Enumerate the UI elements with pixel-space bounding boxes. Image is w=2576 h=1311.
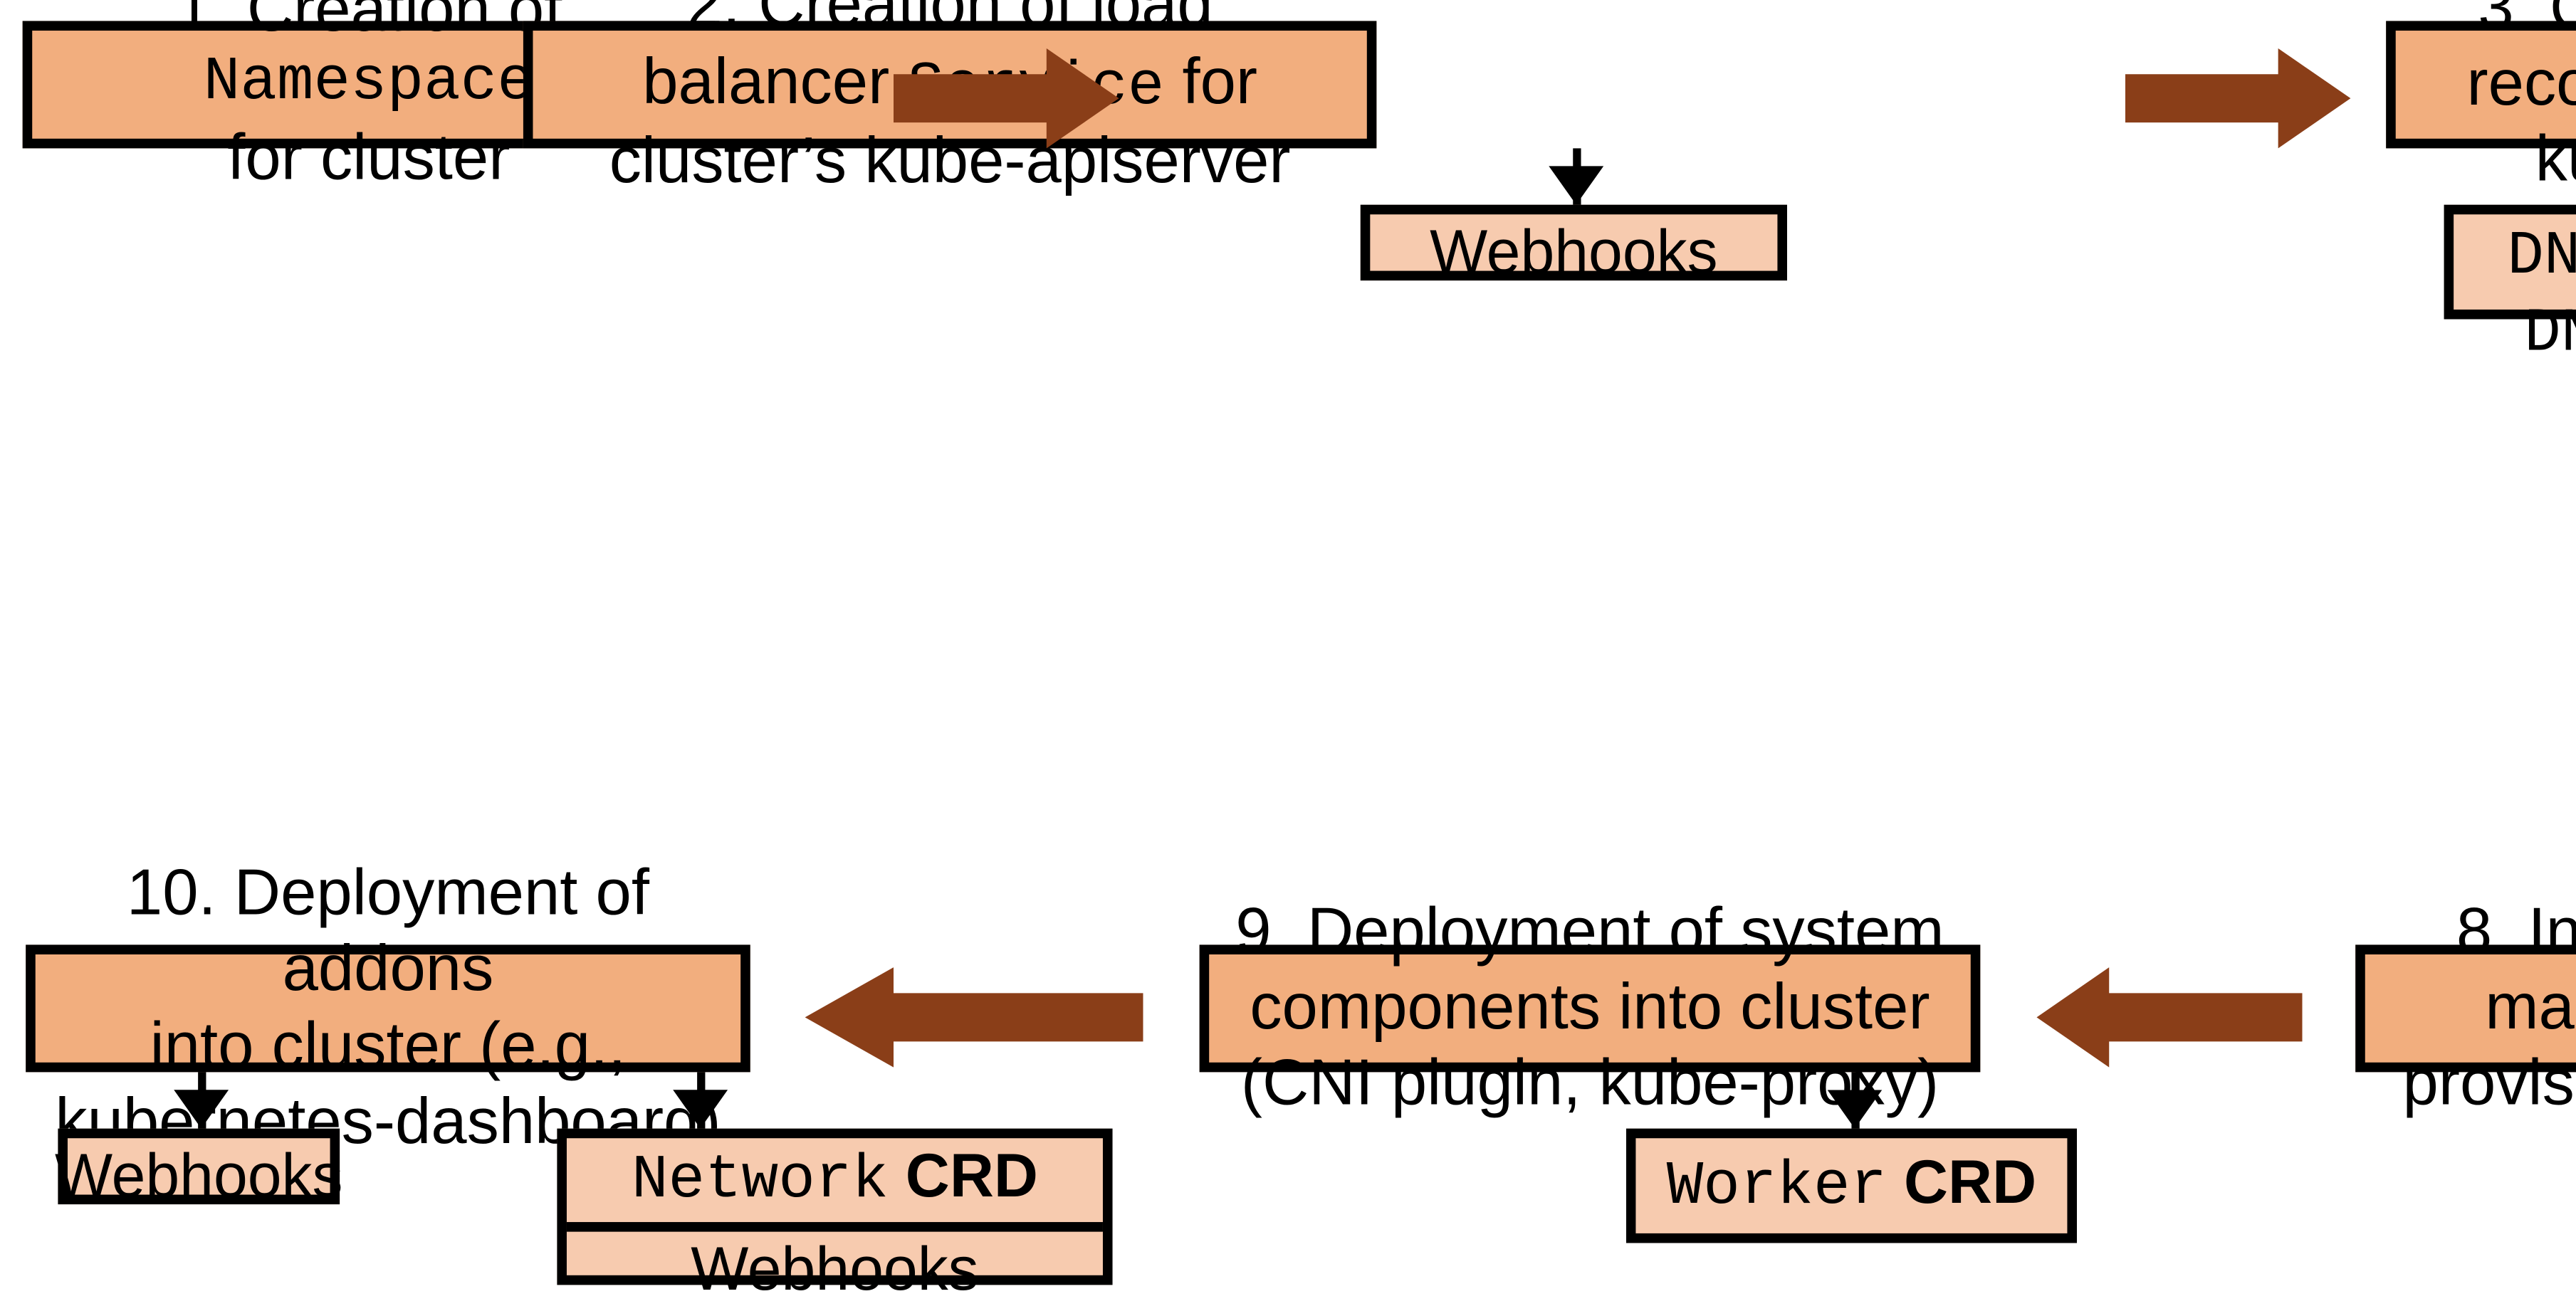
step-2-line-3: cluster’s kube-apiserver — [609, 126, 1291, 198]
artifact-webhooks-step2[interactable]: Webhooks — [1360, 204, 1787, 287]
flow-arrow-2-to-3 — [2125, 48, 2351, 149]
step-9-line-2: components into cluster — [1250, 972, 1930, 1043]
step-3-line-3: kube-apiserver — [2535, 124, 2576, 196]
step-8-line-3: provisioning the workers — [2402, 1048, 2576, 1120]
artifact-webhooks-step10[interactable]: Webhooks — [55, 1128, 343, 1211]
artifact-dns-crd-line-1: DNSProvider / — [2507, 222, 2576, 293]
artifact-worker-crd-line-1: Worker — [1666, 1152, 1888, 1222]
artifact-network-crd-row: Network CRD — [567, 1138, 1103, 1221]
artifact-worker-crd-line-2: CRD — [1903, 1149, 2037, 1217]
artifact-dns-crd-line-2: DNSEntry CRD — [2524, 296, 2576, 368]
step-8-line-2: machine-controller — [2485, 972, 2576, 1043]
step-box-10[interactable]: 10. Deployment of addons into cluster (e… — [26, 858, 750, 1157]
artifact-dns-crd-line-2-mono: DNSEntry — [2524, 299, 2576, 369]
connector-step10-arrowhead-icon — [174, 1090, 229, 1129]
step-2-line-2-suffix: for — [1164, 46, 1258, 117]
step-3-line-1: 3. Creation of DNS — [2478, 0, 2576, 43]
flow-arrow-1-to-2 — [893, 48, 1119, 149]
step-2-line-1: 2. Creation of load — [686, 0, 1213, 41]
artifact-webhooks-step10-label: Webhooks — [55, 1143, 343, 1211]
step-1-line-1: 1. Creation of — [175, 0, 562, 46]
connector-step9-arrowhead-icon — [673, 1090, 728, 1129]
step-9-line-1: 9. Deployment of system — [1235, 895, 1944, 967]
artifact-dns-crd-body: DNSProvider / DNSEntry CRD — [2454, 214, 2576, 374]
step-3-line-2: records for cluster’s — [2466, 48, 2576, 120]
step-1-line-3: for cluster — [227, 122, 511, 194]
step-10-line-2: into cluster (e.g., — [150, 1010, 627, 1081]
step-1-line-2: Namespace — [203, 48, 534, 118]
artifact-network-crd-kind: CRD — [888, 1143, 1038, 1211]
artifact-webhooks-step2-label: Webhooks — [1430, 219, 1718, 288]
flow-arrow-9-to-10 — [805, 967, 1143, 1068]
artifact-network-crd-mono: Network — [631, 1146, 889, 1216]
diagram-canvas: 1. Creation of Namespace for cluster 2. … — [22, 0, 2576, 1304]
step-box-3[interactable]: 3. Creation of DNS records for cluster’s… — [2386, 0, 2576, 195]
artifact-network-crd-stack[interactable]: Network CRD Webhooks — [557, 1128, 1113, 1304]
step-8-line-1: 8. Instrumentation of — [2456, 895, 2576, 967]
artifact-worker-crd[interactable]: Worker CRD — [1625, 1128, 2078, 1243]
connector-step2-arrowhead-icon — [1549, 166, 1604, 205]
artifact-worker-crd-body: Worker CRD — [1635, 1138, 2067, 1233]
step-box-8[interactable]: 8. Instrumentation of machine-controller… — [2355, 896, 2576, 1119]
step-2-line-2-prefix: balancer — [642, 46, 908, 117]
connector-step8-arrowhead-icon — [1827, 1090, 1883, 1129]
flow-arrow-8-to-9 — [2036, 967, 2303, 1068]
step-box-9[interactable]: 9. Deployment of system components into … — [1199, 896, 1981, 1119]
artifact-dns-crd[interactable]: DNSProvider / DNSEntry CRD — [2444, 204, 2576, 369]
artifact-network-webhooks-row: Webhooks — [566, 1221, 1103, 1311]
step-10-line-1: 10. Deployment of addons — [126, 858, 649, 1005]
